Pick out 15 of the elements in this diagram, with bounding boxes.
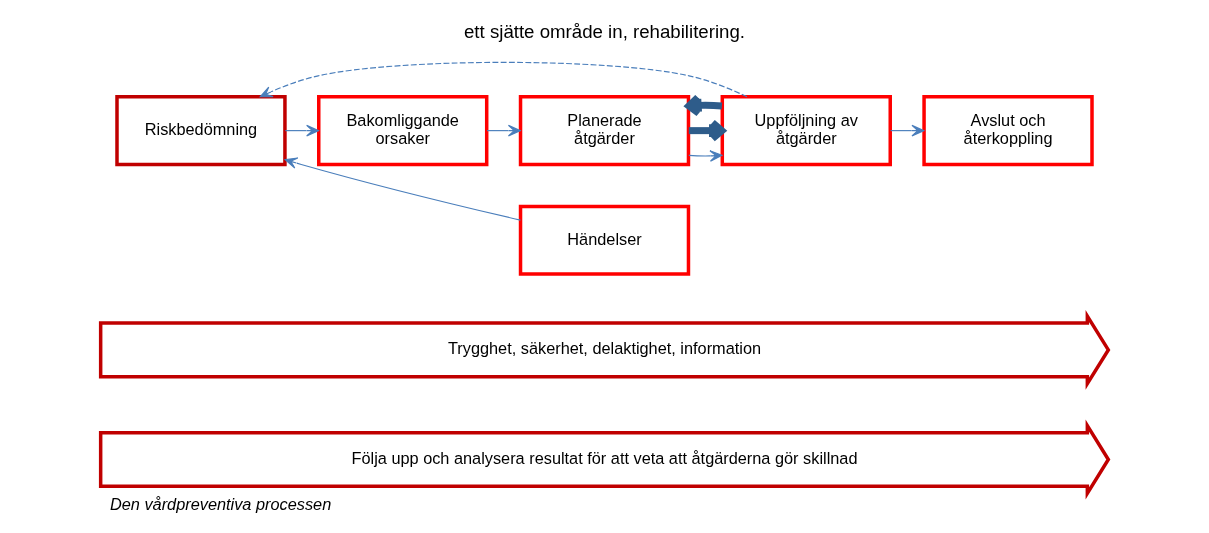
arrow xyxy=(890,124,925,137)
arrow xyxy=(486,124,521,137)
node-box: Bakomliggande orsaker xyxy=(317,95,489,167)
label: ett sjätte område in, rehabilitering. xyxy=(463,21,746,43)
node-box: Händelser xyxy=(518,204,691,276)
arrow xyxy=(284,157,521,221)
node-box: Avslut och återkoppling xyxy=(922,95,1094,167)
arrow xyxy=(259,61,748,98)
node-box: Uppföljning av åtgärder xyxy=(720,95,892,167)
arrow xyxy=(688,150,723,162)
arrow xyxy=(688,119,726,142)
arrow xyxy=(685,94,723,117)
node-box: Planerade åtgärder xyxy=(518,95,691,167)
node-box: Riskbedömning xyxy=(115,95,287,167)
arrow xyxy=(284,124,319,137)
